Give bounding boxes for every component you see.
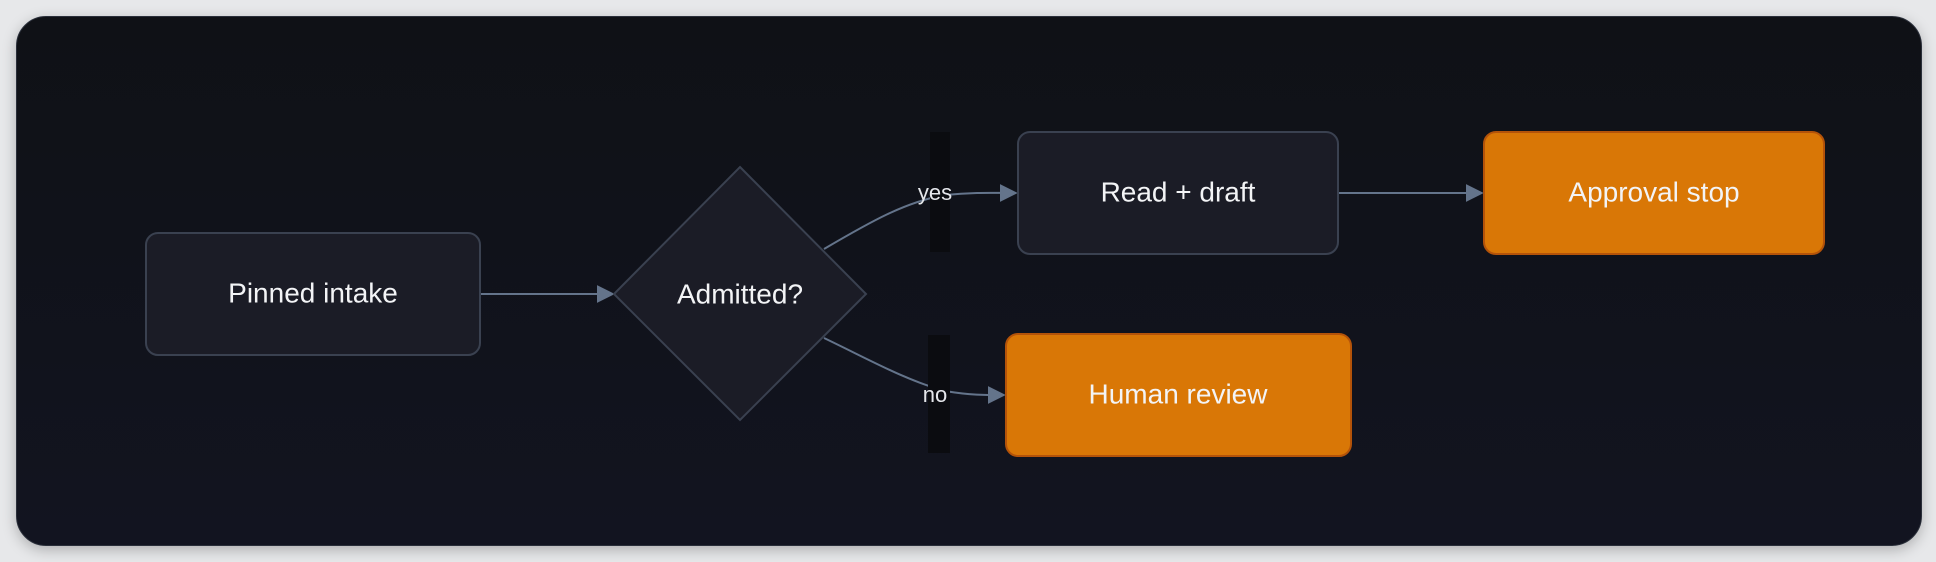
edge-admitted-to-human-review [823,337,1006,405]
node-human-review-label: Human review [1089,378,1269,409]
node-approval-stop-label: Approval stop [1568,176,1739,207]
node-pinned-intake-label: Pinned intake [228,277,398,308]
edge-label-yes-text: yes [918,180,952,205]
node-human-review: Human review [1005,333,1352,457]
node-pinned-intake: Pinned intake [145,232,481,356]
node-approval-stop: Approval stop [1483,131,1825,255]
node-admitted-label: Admitted? [677,278,803,309]
edge-label-yes: yes [918,132,952,252]
node-admitted-decision: Admitted? [612,165,868,422]
edge-label-no-text: no [923,382,947,407]
edge-label-no: no [923,335,950,453]
node-read-draft: Read + draft [1017,131,1339,255]
node-read-draft-label: Read + draft [1101,176,1256,207]
